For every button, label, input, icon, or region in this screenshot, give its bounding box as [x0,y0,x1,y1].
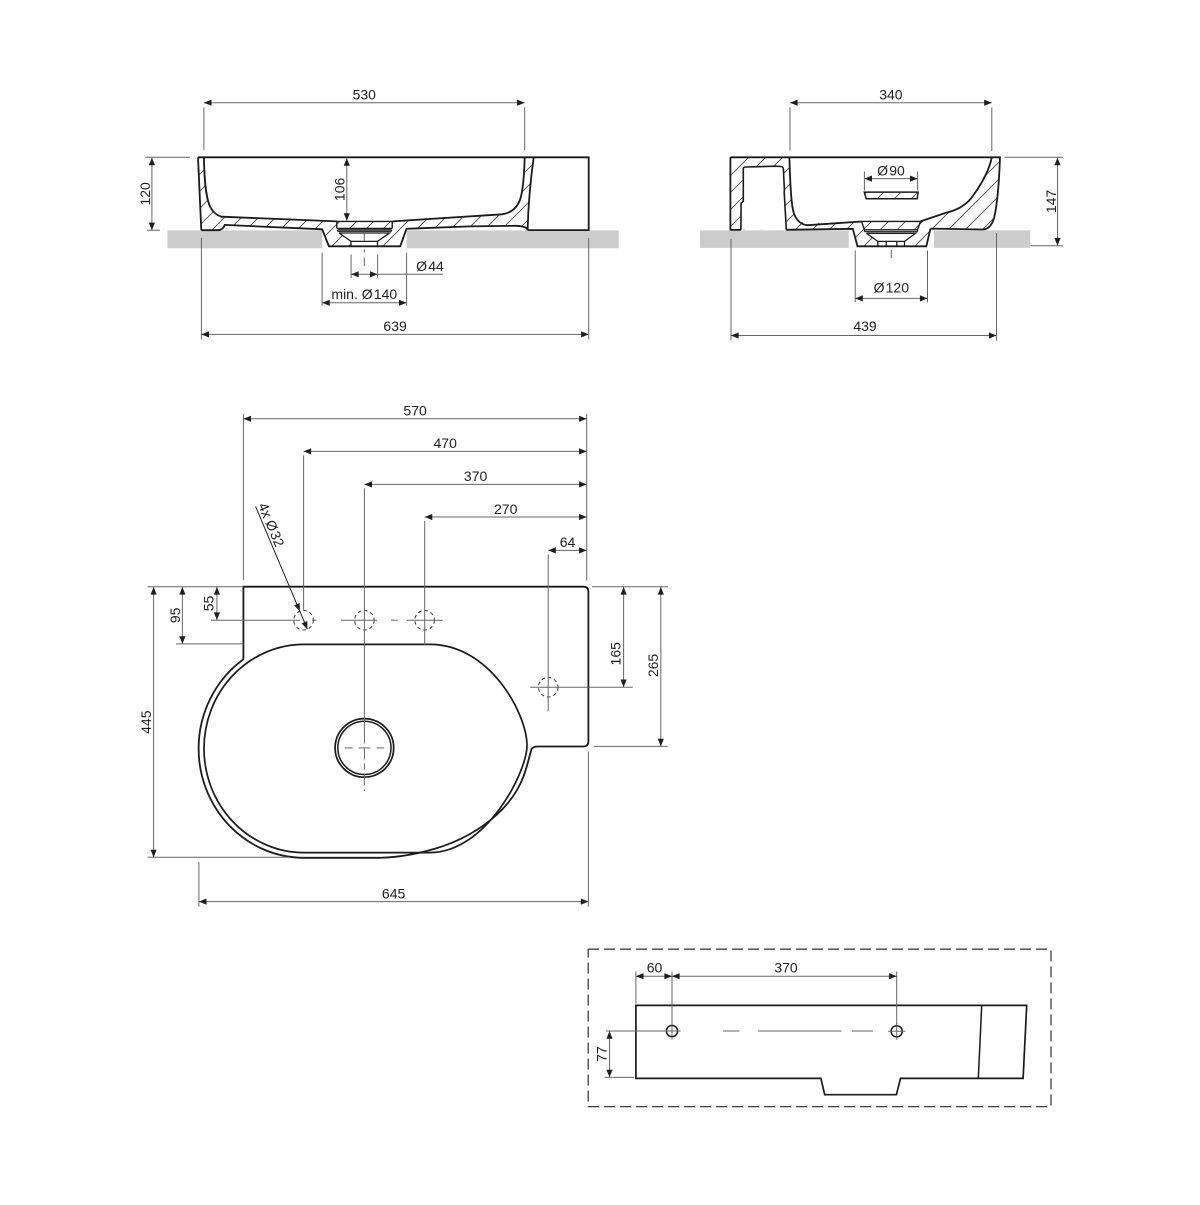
svg-text:min. Ø 140: min. Ø 140 [331,286,397,302]
svg-text:Ø 90: Ø 90 [877,163,905,179]
svg-text:530: 530 [353,87,377,103]
svg-text:77: 77 [593,1046,609,1062]
svg-text:55: 55 [200,596,216,612]
svg-text:439: 439 [853,318,877,334]
svg-text:60: 60 [647,960,663,976]
svg-text:470: 470 [434,435,458,451]
svg-text:95: 95 [167,607,183,623]
svg-text:106: 106 [332,178,348,202]
svg-text:370: 370 [774,960,798,976]
svg-text:645: 645 [382,885,406,901]
svg-text:340: 340 [879,87,903,103]
svg-text:370: 370 [464,468,488,484]
svg-text:Ø 44: Ø 44 [416,258,444,274]
svg-text:445: 445 [138,710,154,734]
svg-text:265: 265 [645,654,661,678]
svg-text:147: 147 [1043,190,1059,214]
svg-text:120: 120 [137,182,153,206]
svg-text:270: 270 [494,501,518,517]
svg-text:165: 165 [608,642,624,666]
svg-text:Ø 120: Ø 120 [874,279,910,295]
svg-text:64: 64 [560,534,576,550]
svg-text:570: 570 [403,403,427,419]
svg-text:639: 639 [383,318,407,334]
